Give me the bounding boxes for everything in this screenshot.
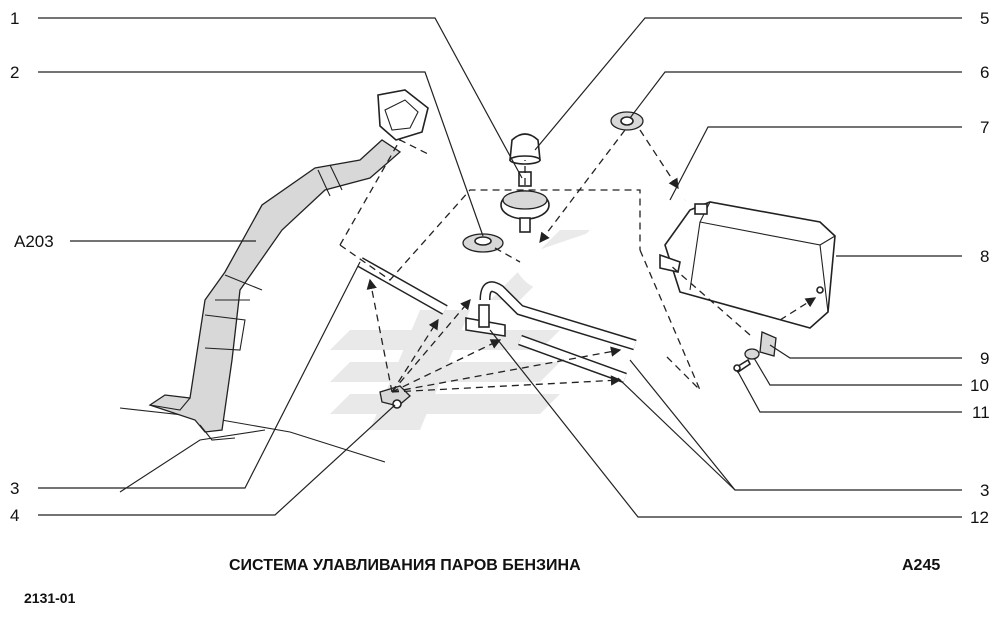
catalog-code: 2131-01 [24,590,76,606]
callout-11: 11 [972,403,990,422]
assembly-dashed-lines [339,129,817,393]
part-9-bracket [759,331,777,357]
callout-6: 6 [980,63,989,82]
part-1-valve [500,171,550,233]
fuel-filler-pipe [148,89,429,441]
callout-8: 8 [980,247,989,266]
car-body-outline [119,407,386,493]
callout-7: 7 [980,118,989,137]
part-6-clamp [610,111,644,131]
callout-1: 1 [10,9,19,28]
part-5-cap [509,133,541,165]
callout-12: 12 [970,508,989,527]
callout-10: 10 [970,376,989,395]
figure-code: A245 [902,557,940,574]
callout-a203: A203 [14,232,54,251]
callout-5: 5 [980,9,989,28]
callout-9: 9 [980,349,989,368]
part-12-tee [465,304,506,337]
leader-lines-left [38,17,523,516]
callout-4: 4 [10,506,19,525]
part-11-screw [733,358,752,374]
diagram-title: СИСТЕМА УЛАВЛИВАНИЯ ПАРОВ БЕНЗИНА [229,557,581,574]
leader-lines-right [489,17,962,518]
callout-3-left: 3 [10,479,19,498]
part-8-canister [659,201,836,329]
part-2-grommet [462,233,504,253]
callout-2: 2 [10,63,19,82]
callout-3-right: 3 [980,481,989,500]
part-10-washer [744,348,760,360]
hoses [357,196,688,384]
